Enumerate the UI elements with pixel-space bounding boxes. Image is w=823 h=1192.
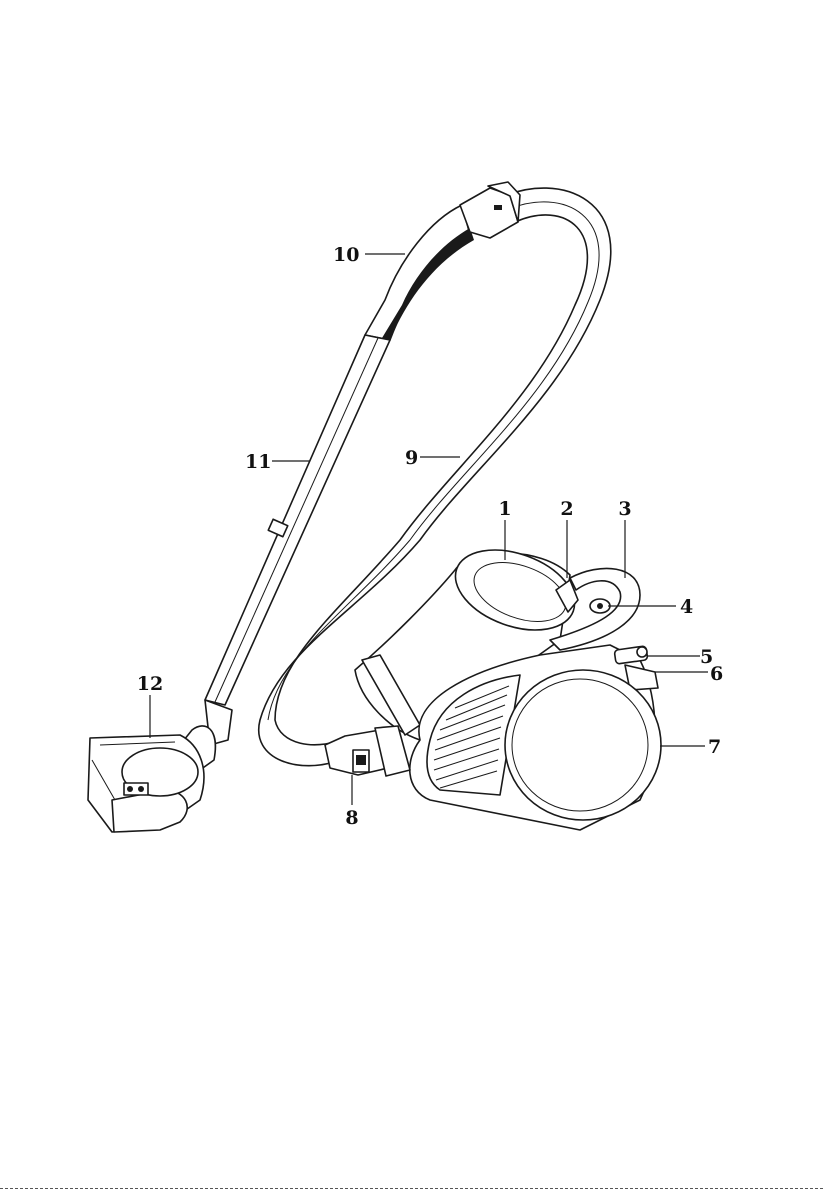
- callout-3: 3: [618, 498, 631, 520]
- callout-1: 1: [498, 498, 511, 520]
- callout-2: 2: [560, 498, 573, 520]
- telescopic-tube: [205, 335, 390, 705]
- callout-8: 8: [345, 807, 358, 829]
- callout-12: 12: [137, 673, 163, 695]
- callout-11: 11: [245, 451, 271, 473]
- callout-10: 10: [333, 244, 359, 266]
- callout-7: 7: [708, 736, 721, 758]
- callout-4: 4: [680, 596, 693, 618]
- callout-9: 9: [405, 447, 418, 469]
- hose-handle: [365, 182, 520, 340]
- vacuum-body: [325, 535, 661, 830]
- bottom-divider: [0, 1188, 823, 1189]
- callout-6: 6: [710, 663, 723, 685]
- floor-brush: [88, 700, 232, 832]
